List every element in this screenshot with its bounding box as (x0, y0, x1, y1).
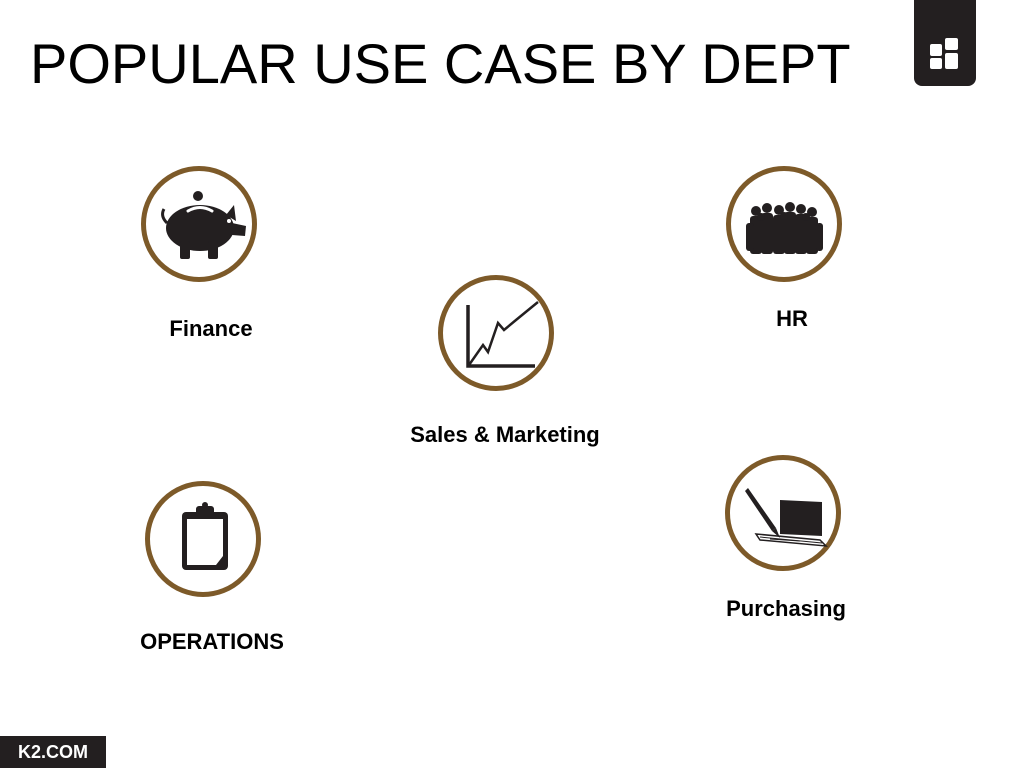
operations-ring (145, 481, 261, 597)
people-group-icon (746, 202, 823, 254)
department-label: Finance (169, 316, 253, 341)
sales-marketing-ring (438, 275, 554, 391)
k2-logo-icon (914, 0, 976, 86)
hr-ring (726, 166, 842, 282)
purchasing-ring (725, 455, 841, 571)
finance-ring (141, 166, 257, 282)
checkbook-pen-icon (745, 488, 828, 547)
clipboard-icon (182, 502, 228, 570)
piggy-bank-icon (161, 191, 246, 259)
line-chart-icon (466, 301, 539, 368)
footer-badge[interactable]: K2.COM (0, 736, 106, 768)
department-label: Sales & Marketing (410, 422, 600, 447)
page-title: POPULAR USE CASE BY DEPT (30, 32, 851, 95)
department-label: HR (776, 306, 808, 331)
department-label: OPERATIONS (140, 629, 284, 654)
department-label: Purchasing (726, 596, 846, 621)
